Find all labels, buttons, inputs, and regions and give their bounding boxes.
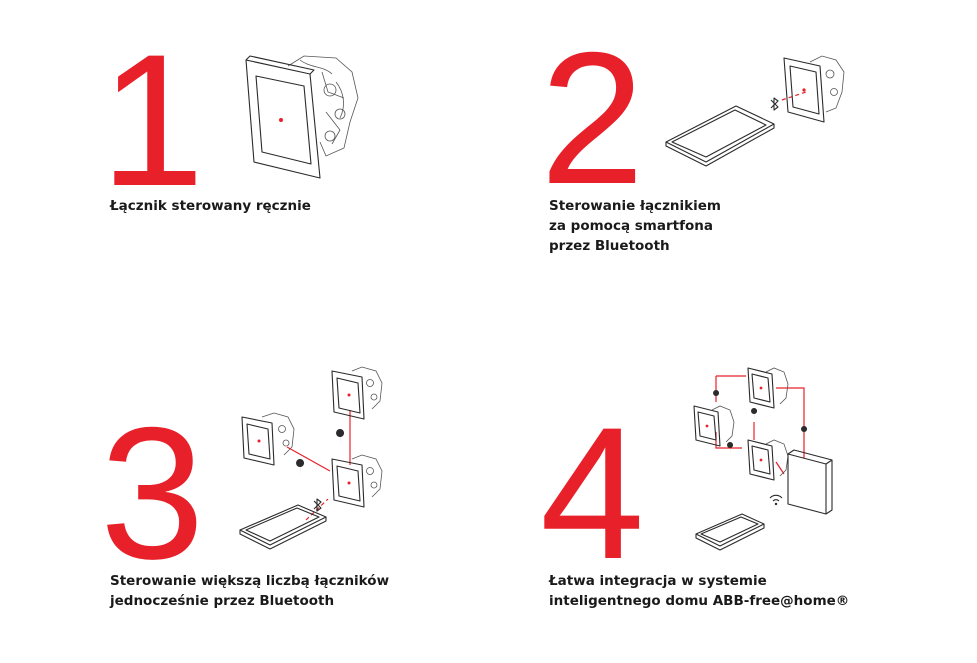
light-switch-icon	[331, 454, 383, 508]
step-caption: Sterowanie większą liczbą łączników jedn…	[110, 573, 390, 609]
smartphone-icon	[695, 513, 765, 551]
light-switch-icon	[747, 439, 789, 481]
step-caption: Łącznik sterowany ręcznie	[110, 198, 311, 214]
smart-home-diagram	[693, 367, 833, 551]
light-switch-icon	[747, 367, 789, 409]
hub-icon	[787, 449, 833, 515]
location-pin-icon	[727, 442, 734, 454]
location-pin-icon	[336, 429, 345, 445]
step-number: 4	[540, 388, 645, 598]
bluetooth-icon	[313, 498, 322, 512]
smartphone-icon	[665, 105, 775, 167]
step-caption: Łatwa integracja w systemie inteligentne…	[549, 573, 850, 609]
location-pin-icon	[713, 390, 720, 402]
wifi-icon	[769, 494, 783, 506]
light-switch-icon	[331, 366, 383, 420]
smartphone-icon	[239, 504, 327, 550]
location-pin-icon	[801, 426, 808, 438]
step-caption: Sterowanie łącznikiem za pomocą smartfon…	[549, 198, 721, 254]
step-number: 2	[540, 13, 645, 223]
step-number: 3	[100, 388, 205, 598]
light-switch-icon	[693, 405, 735, 447]
step-number: 1	[100, 15, 205, 225]
multi-switch-diagram	[239, 366, 383, 550]
light-switch-icon	[245, 55, 359, 179]
dashed-link	[781, 91, 807, 101]
location-pin-icon	[296, 459, 305, 475]
light-switch-icon	[783, 55, 845, 123]
location-pin-icon	[751, 408, 758, 420]
light-switch-icon	[241, 412, 295, 466]
bluetooth-icon	[770, 97, 779, 111]
